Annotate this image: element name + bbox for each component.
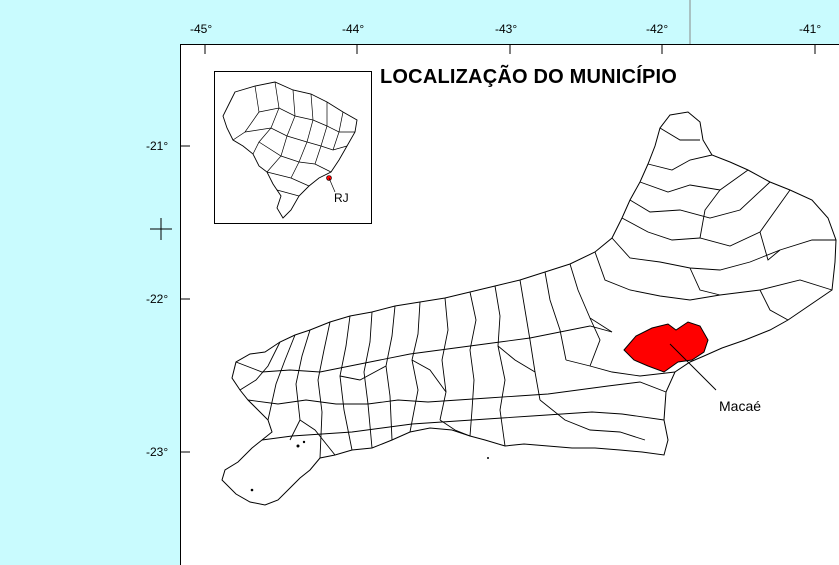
lon-tick-44: -44°	[342, 22, 365, 36]
leader-line	[669, 343, 717, 391]
lon-tick-42: -42°	[646, 22, 669, 36]
municipal-boundaries	[235, 127, 836, 459]
lat-tick-23: -23°	[146, 445, 169, 459]
lon-tick-43: -43°	[495, 22, 518, 36]
brazil-states	[232, 81, 355, 197]
map-title: LOCALIZAÇÃO DO MUNICÍPIO	[380, 66, 678, 88]
inset-map	[214, 71, 372, 224]
map-graphics	[150, 0, 837, 506]
brazil-outline	[222, 81, 358, 219]
macae-label: Macaé	[719, 398, 762, 414]
lon-tick-45: -45°	[190, 22, 213, 36]
inset-rj-label: RJ	[334, 191, 349, 205]
rj-leader-line	[328, 177, 336, 193]
highlighted-municipality	[623, 321, 709, 373]
lat-tick-marks	[180, 145, 190, 453]
lat-tick-22: -22°	[146, 292, 169, 306]
islands	[250, 440, 489, 492]
lat-tick-21: -21°	[146, 139, 169, 153]
map-stage: -45° -44° -43° -42° -41° -21° -22° -23°	[146, 0, 839, 565]
lon-tick-marks	[204, 0, 816, 54]
lon-tick-41: -41°	[799, 22, 822, 36]
crosshair-icon	[150, 218, 172, 240]
